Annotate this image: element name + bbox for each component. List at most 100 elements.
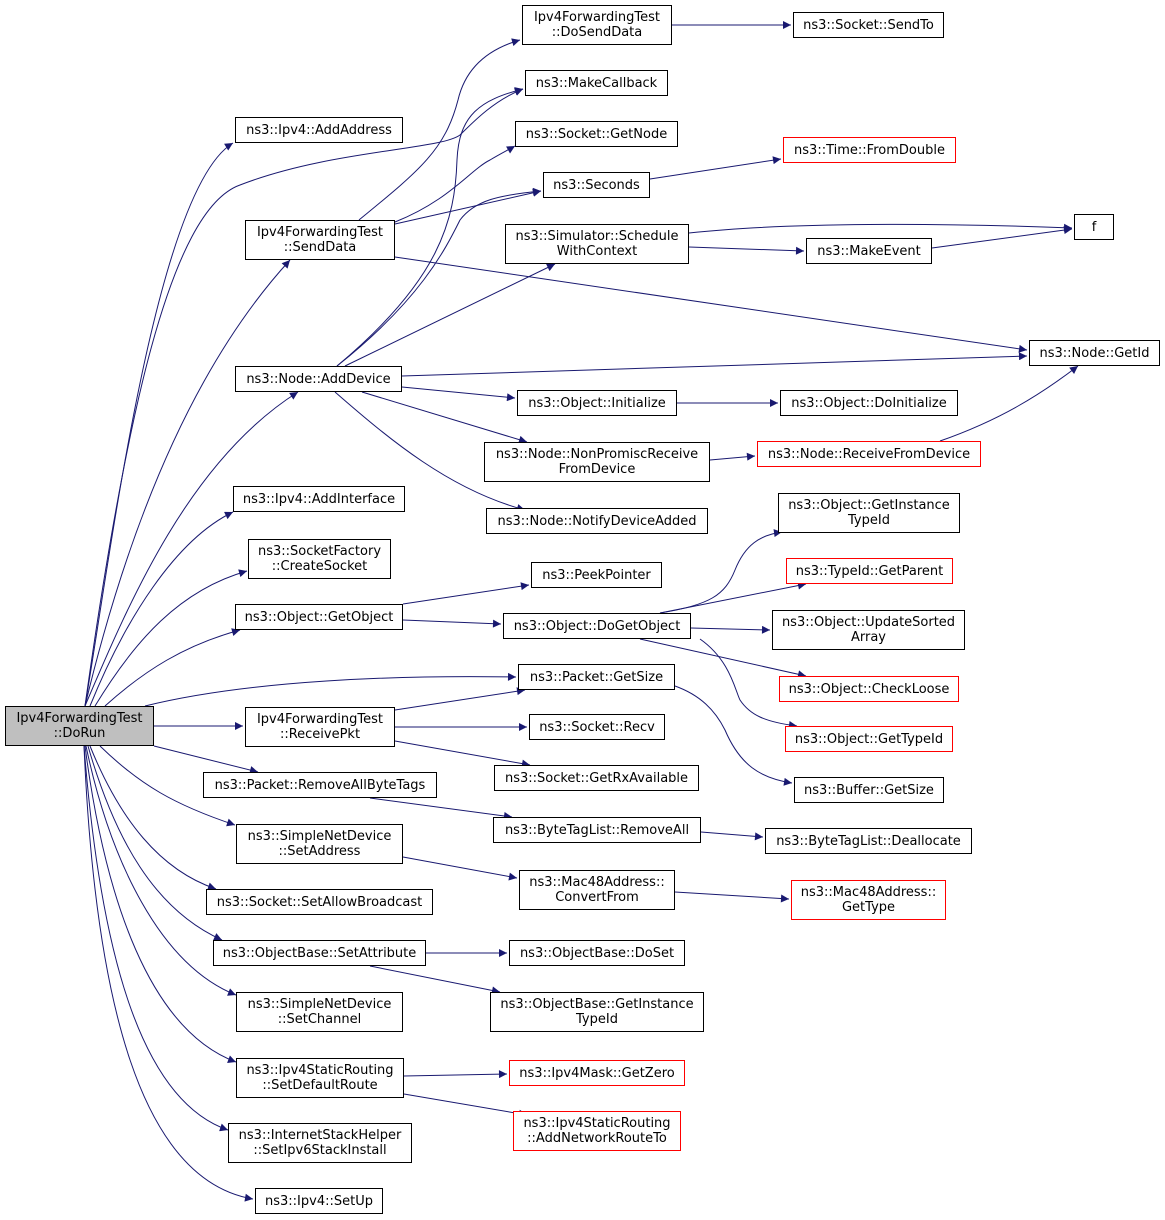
node-add-device[interactable]: ns3::Node::AddDevice [235, 366, 402, 392]
edge-doGetObject-getInstanceTypeId [659, 529, 783, 614]
node-buffer-get-size[interactable]: ns3::Buffer::GetSize [794, 777, 944, 803]
node-seconds[interactable]: ns3::Seconds [543, 172, 650, 198]
edge-getObject-peekPointer [402, 582, 530, 605]
edge-doGetObject-getParent [659, 581, 807, 614]
edge-seconds-fromDouble [649, 156, 782, 180]
edge-addDevice-nodeGetId [401, 352, 1028, 377]
edge-addDevice-schedule [344, 263, 556, 367]
node-socket-get-node[interactable]: ns3::Socket::GetNode [515, 121, 678, 147]
node-get-object[interactable]: ns3::Object::GetObject [235, 604, 403, 630]
node-socket-recv[interactable]: ns3::Socket::Recv [529, 714, 665, 740]
node-make-event[interactable]: ns3::MakeEvent [806, 238, 932, 264]
node-time-from-double[interactable]: ns3::Time::FromDouble [783, 137, 956, 163]
node-create-socket[interactable]: ns3::SocketFactory::CreateSocket [248, 539, 391, 579]
node-send-data[interactable]: Ipv4ForwardingTest::SendData [245, 220, 395, 260]
node-convert-from[interactable]: ns3::Mac48Address::ConvertFrom [519, 870, 675, 910]
edge-schedule-makeEvent [688, 246, 805, 255]
edge-doGetObject-getTypeId [699, 638, 798, 729]
node-make-callback[interactable]: ns3::MakeCallback [525, 70, 668, 96]
node-typeid-get-parent[interactable]: ns3::TypeId::GetParent [786, 558, 953, 584]
edge-sendData-doSendData [358, 38, 521, 221]
edge-doRun-setAddress [99, 745, 236, 827]
node-receive-pkt[interactable]: Ipv4ForwardingTest::ReceivePkt [245, 707, 395, 747]
node-set-channel[interactable]: ns3::SimpleNetDevice::SetChannel [236, 992, 403, 1032]
edge-doRun-setChannel [85, 745, 237, 996]
edge-doRun-getObject [104, 628, 241, 707]
node-remove-all-byte-tags[interactable]: ns3::Packet::RemoveAllByteTags [203, 772, 437, 798]
node-peek-pointer[interactable]: ns3::PeekPointer [531, 562, 662, 588]
edge-setAttribute-getInstanceTypeIdBase [369, 965, 501, 995]
edge-doRun-setDefaultRoute [84, 745, 237, 1063]
edge-doRun-createSocket [94, 569, 248, 707]
node-set-attribute[interactable]: ns3::ObjectBase::SetAttribute [213, 940, 426, 966]
node-do-send-data[interactable]: Ipv4ForwardingTest::DoSendData [522, 5, 672, 45]
edge-receivePkt-rxAvailable [394, 740, 531, 768]
edge-doRun-sendData [84, 259, 291, 707]
edge-doRun-removeAllByteTags [153, 745, 259, 774]
edge-getObject-doGetObject [402, 619, 502, 628]
edge-doRun-addAddress [84, 142, 234, 707]
node-socket-send-to[interactable]: ns3::Socket::SendTo [793, 12, 944, 38]
node-receive-from-device[interactable]: ns3::Node::ReceiveFromDevice [757, 441, 981, 467]
node-object-base-do-set[interactable]: ns3::ObjectBase::DoSet [509, 940, 685, 966]
edge-doRun-packetGetSize [144, 672, 517, 707]
node-set-ipv6-stack-install[interactable]: ns3::InternetStackHelper::SetIpv6StackIn… [228, 1123, 412, 1163]
edge-doRun-makeCallback [84, 88, 524, 707]
node-get-type-id[interactable]: ns3::Object::GetTypeId [785, 726, 953, 752]
node-set-default-route[interactable]: ns3::Ipv4StaticRouting::SetDefaultRoute [236, 1058, 404, 1098]
edge-sendData-nodeGetId [394, 256, 1028, 353]
node-ipv4-add-address[interactable]: ns3::Ipv4::AddAddress [235, 117, 403, 143]
edge-doGetObject-updateSorted [690, 625, 771, 634]
node-packet-get-size[interactable]: ns3::Packet::GetSize [518, 664, 675, 690]
node-object-do-initialize[interactable]: ns3::Object::DoInitialize [780, 390, 958, 416]
edge-convertFrom-macGetType [674, 891, 790, 903]
node-f[interactable]: f [1074, 214, 1114, 240]
edge-setAddress-convertFrom [402, 856, 518, 881]
edge-doRun-addDevice [84, 391, 299, 707]
edge-setDefaultRoute-getZero [403, 1070, 508, 1079]
edge-doRun-addInterface [89, 511, 234, 707]
edge-doRun-setUp [83, 745, 254, 1202]
node-ipv4-set-up[interactable]: ns3::Ipv4::SetUp [255, 1188, 383, 1214]
edge-setDefaultRoute-addNetworkRoute [403, 1093, 528, 1118]
node-notify-device-added[interactable]: ns3::Node::NotifyDeviceAdded [486, 508, 708, 534]
edge-schedule-f [688, 223, 1073, 234]
node-ipv4-add-interface[interactable]: ns3::Ipv4::AddInterface [233, 486, 405, 512]
node-object-initialize[interactable]: ns3::Object::Initialize [517, 390, 677, 416]
edge-nonPromisc-receiveFromDevice [709, 452, 756, 461]
edge-doRun-setAllowBroadcast [89, 745, 217, 891]
edge-doGetObject-checkLoose [639, 638, 807, 679]
node-byte-tag-list-remove-all[interactable]: ns3::ByteTagList::RemoveAll [493, 817, 701, 843]
edge-receivePkt-packetGetSize [394, 687, 526, 711]
edge-removeAll-deallocate [700, 831, 764, 841]
edge-doRun-setIpv6 [83, 745, 229, 1132]
edge-addDevice-seconds [336, 187, 542, 367]
node-set-allow-broadcast[interactable]: ns3::Socket::SetAllowBroadcast [206, 889, 433, 915]
node-do-get-object[interactable]: ns3::Object::DoGetObject [503, 613, 691, 639]
node-get-rx-available[interactable]: ns3::Socket::GetRxAvailable [494, 765, 699, 791]
edge-addDevice-makeCallback [336, 87, 524, 367]
edge-addDevice-initialize [401, 386, 516, 402]
edge-sendData-getNode [394, 145, 516, 223]
root-node-doRun: Ipv4ForwardingTest::DoRun [5, 706, 154, 746]
edge-addDevice-nonPromisc [361, 391, 528, 444]
edge-addDevice-notifyDeviceAdded [334, 391, 526, 512]
edge-doRun-setAttribute [87, 745, 223, 941]
edge-receiveFromDevice-nodeGetId [939, 365, 1079, 442]
edge-packetGetSize-bufferGetSize [674, 685, 793, 786]
node-byte-tag-list-deallocate[interactable]: ns3::ByteTagList::Deallocate [765, 828, 972, 854]
node-set-address[interactable]: ns3::SimpleNetDevice::SetAddress [236, 824, 403, 864]
edge-sendData-seconds [394, 188, 542, 225]
node-add-network-route-to[interactable]: ns3::Ipv4StaticRouting::AddNetworkRouteT… [513, 1111, 681, 1151]
node-check-loose[interactable]: ns3::Object::CheckLoose [779, 676, 959, 702]
node-node-get-id[interactable]: ns3::Node::GetId [1029, 340, 1160, 366]
node-ipv4-mask-get-zero[interactable]: ns3::Ipv4Mask::GetZero [509, 1060, 685, 1086]
node-mac48-get-type[interactable]: ns3::Mac48Address::GetType [791, 880, 946, 920]
